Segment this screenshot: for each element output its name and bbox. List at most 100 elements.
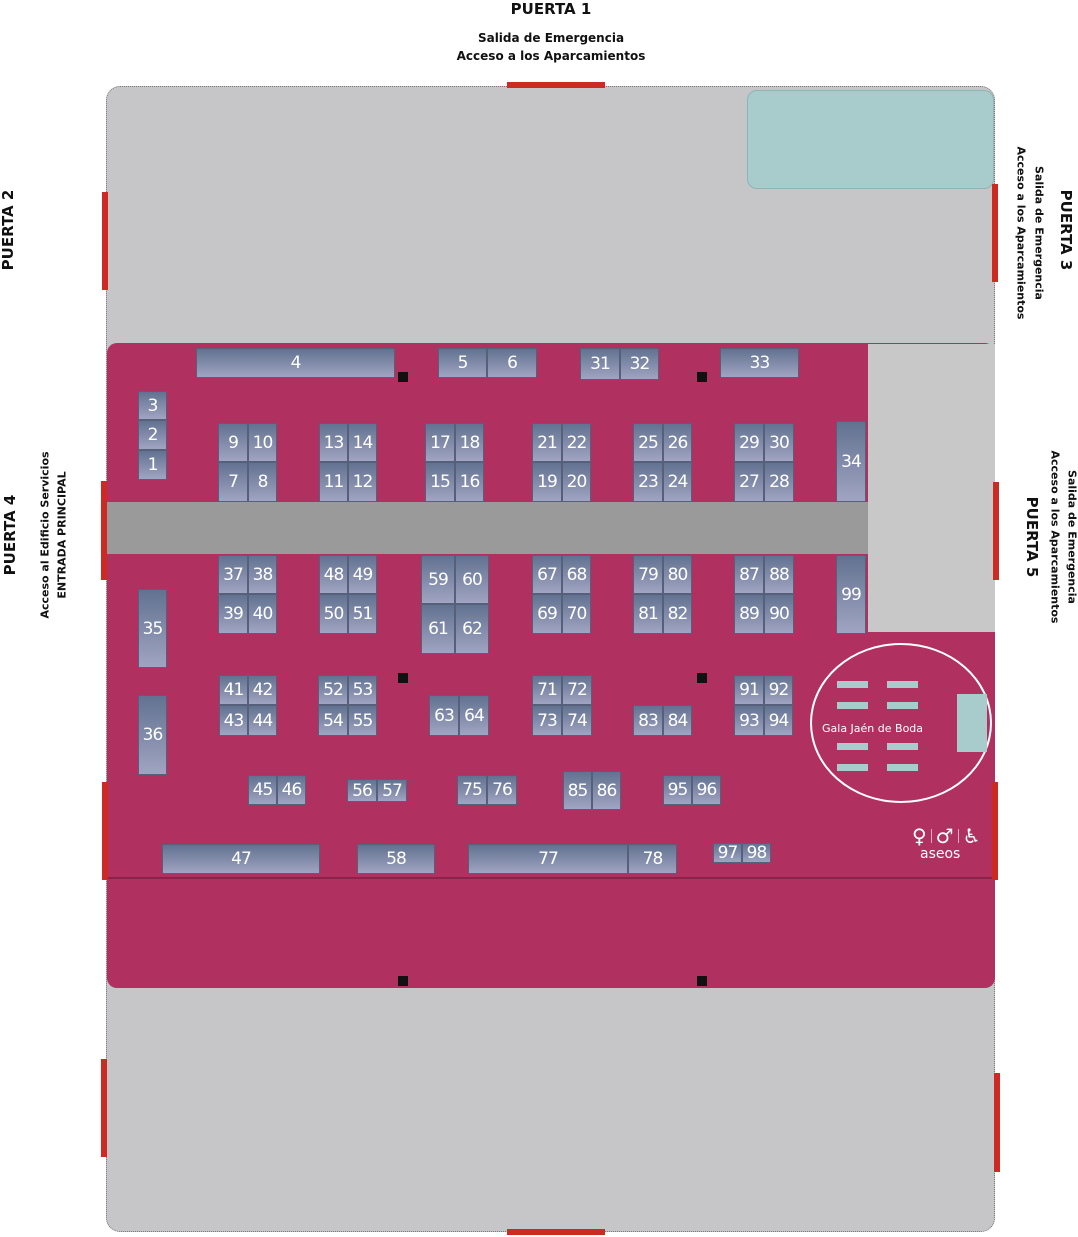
booth-67[interactable]: 67 xyxy=(532,555,562,594)
booth-77[interactable]: 77 xyxy=(468,844,628,874)
booth-82[interactable]: 82 xyxy=(663,594,692,634)
booth-83[interactable]: 83 xyxy=(633,705,663,736)
booth-33[interactable]: 33 xyxy=(720,348,799,378)
booth-50[interactable]: 50 xyxy=(319,594,348,634)
booth-72[interactable]: 72 xyxy=(562,675,592,705)
booth-42[interactable]: 42 xyxy=(248,675,277,705)
booth-40[interactable]: 40 xyxy=(248,594,277,634)
booth-10[interactable]: 10 xyxy=(248,423,277,462)
booth-30[interactable]: 30 xyxy=(764,423,794,462)
booth-69[interactable]: 69 xyxy=(532,594,562,634)
booth-34[interactable]: 34 xyxy=(836,421,866,502)
booth-59[interactable]: 59 xyxy=(421,555,455,604)
booth-94[interactable]: 94 xyxy=(764,705,793,736)
booth-7[interactable]: 7 xyxy=(218,462,248,502)
booth-11[interactable]: 11 xyxy=(319,462,348,502)
booth-28[interactable]: 28 xyxy=(764,462,794,502)
door-1[interactable] xyxy=(507,82,605,88)
booth-97[interactable]: 97 xyxy=(713,843,742,863)
booth-29[interactable]: 29 xyxy=(734,423,764,462)
booth-48[interactable]: 48 xyxy=(319,555,348,594)
booth-21[interactable]: 21 xyxy=(532,423,562,462)
booth-63[interactable]: 63 xyxy=(429,695,459,736)
door-4[interactable] xyxy=(101,481,107,580)
booth-9[interactable]: 9 xyxy=(218,423,248,462)
door-left-3[interactable] xyxy=(102,782,108,880)
booth-17[interactable]: 17 xyxy=(425,423,455,462)
booth-68[interactable]: 68 xyxy=(562,555,591,594)
booth-12[interactable]: 12 xyxy=(348,462,377,502)
booth-89[interactable]: 89 xyxy=(734,594,764,634)
booth-32[interactable]: 32 xyxy=(620,348,659,380)
booth-92[interactable]: 92 xyxy=(764,675,793,705)
booth-22[interactable]: 22 xyxy=(562,423,591,462)
door-2[interactable] xyxy=(102,192,108,290)
booth-93[interactable]: 93 xyxy=(734,705,764,736)
booth-43[interactable]: 43 xyxy=(219,705,248,736)
booth-64[interactable]: 64 xyxy=(459,695,489,736)
booth-79[interactable]: 79 xyxy=(633,555,663,594)
booth-20[interactable]: 20 xyxy=(562,462,591,502)
booth-2[interactable]: 2 xyxy=(138,420,167,450)
booth-41[interactable]: 41 xyxy=(219,675,248,705)
booth-52[interactable]: 52 xyxy=(318,675,348,705)
booth-85[interactable]: 85 xyxy=(563,771,592,810)
booth-14[interactable]: 14 xyxy=(348,423,377,462)
booth-45[interactable]: 45 xyxy=(248,775,277,805)
booth-35[interactable]: 35 xyxy=(138,589,167,668)
booth-3[interactable]: 3 xyxy=(138,391,167,420)
booth-16[interactable]: 16 xyxy=(455,462,484,502)
booth-19[interactable]: 19 xyxy=(532,462,562,502)
booth-6[interactable]: 6 xyxy=(487,348,537,378)
booth-99[interactable]: 99 xyxy=(836,555,866,634)
booth-58[interactable]: 58 xyxy=(357,844,435,874)
booth-13[interactable]: 13 xyxy=(319,423,348,462)
booth-70[interactable]: 70 xyxy=(562,594,591,634)
gala-area[interactable] xyxy=(810,643,992,803)
booth-15[interactable]: 15 xyxy=(425,462,455,502)
booth-88[interactable]: 88 xyxy=(764,555,794,594)
door-left-4[interactable] xyxy=(101,1059,107,1157)
booth-54[interactable]: 54 xyxy=(318,705,348,736)
booth-18[interactable]: 18 xyxy=(455,423,484,462)
booth-47[interactable]: 47 xyxy=(162,844,320,874)
booth-76[interactable]: 76 xyxy=(487,775,517,805)
booth-87[interactable]: 87 xyxy=(734,555,764,594)
booth-36[interactable]: 36 xyxy=(138,695,167,775)
booth-4[interactable]: 4 xyxy=(196,348,395,378)
door-right-4[interactable] xyxy=(994,1073,1000,1172)
door-5[interactable] xyxy=(993,482,999,580)
door-bottom[interactable] xyxy=(507,1229,605,1235)
booth-51[interactable]: 51 xyxy=(348,594,377,634)
booth-37[interactable]: 37 xyxy=(218,555,248,594)
booth-74[interactable]: 74 xyxy=(562,705,592,736)
door-right-3[interactable] xyxy=(992,782,998,880)
booth-5[interactable]: 5 xyxy=(438,348,487,378)
booth-86[interactable]: 86 xyxy=(592,771,621,810)
booth-49[interactable]: 49 xyxy=(348,555,377,594)
booth-75[interactable]: 75 xyxy=(457,775,487,805)
booth-80[interactable]: 80 xyxy=(663,555,692,594)
booth-84[interactable]: 84 xyxy=(663,705,692,736)
booth-78[interactable]: 78 xyxy=(628,844,677,874)
booth-53[interactable]: 53 xyxy=(348,675,377,705)
booth-90[interactable]: 90 xyxy=(764,594,794,634)
booth-73[interactable]: 73 xyxy=(532,705,562,736)
booth-62[interactable]: 62 xyxy=(455,604,489,654)
booth-95[interactable]: 95 xyxy=(663,775,692,805)
booth-39[interactable]: 39 xyxy=(218,594,248,634)
booth-57[interactable]: 57 xyxy=(377,779,407,802)
booth-46[interactable]: 46 xyxy=(277,775,306,805)
booth-38[interactable]: 38 xyxy=(248,555,277,594)
booth-96[interactable]: 96 xyxy=(692,775,721,805)
booth-27[interactable]: 27 xyxy=(734,462,764,502)
booth-24[interactable]: 24 xyxy=(663,462,692,502)
booth-91[interactable]: 91 xyxy=(734,675,764,705)
booth-1[interactable]: 1 xyxy=(138,450,167,480)
booth-31[interactable]: 31 xyxy=(580,348,620,380)
booth-8[interactable]: 8 xyxy=(248,462,277,502)
door-3[interactable] xyxy=(992,184,998,282)
booth-44[interactable]: 44 xyxy=(248,705,277,736)
booth-60[interactable]: 60 xyxy=(455,555,489,604)
booth-23[interactable]: 23 xyxy=(633,462,663,502)
